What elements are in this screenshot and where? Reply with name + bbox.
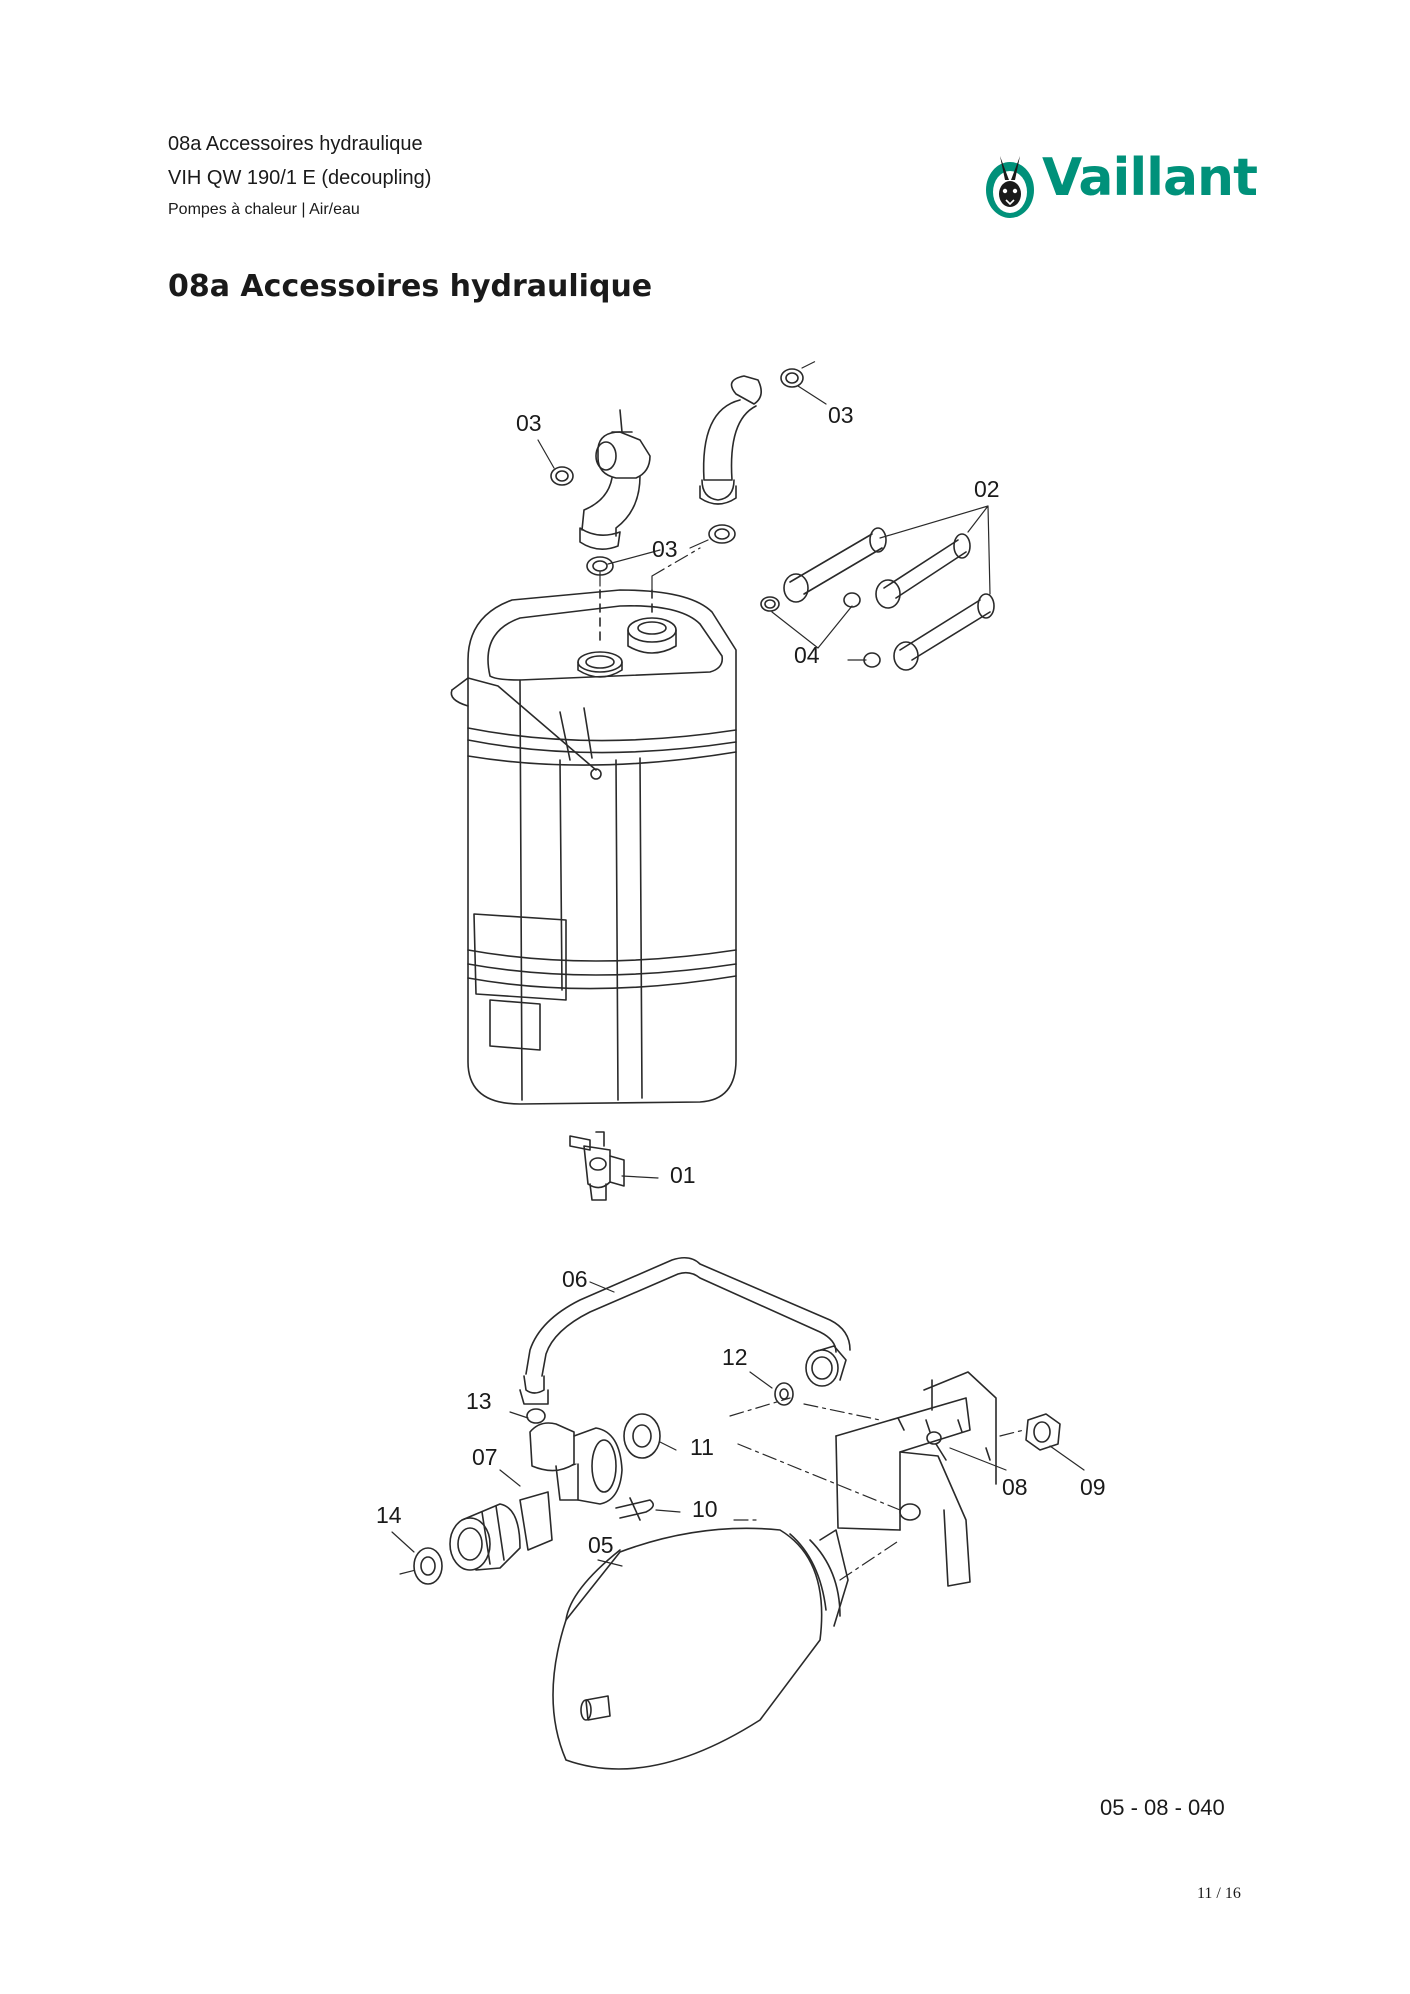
page-number: 11 / 16 [1197, 1885, 1241, 1902]
hare-logo-icon [986, 156, 1034, 218]
storage-tank [450, 589, 737, 1105]
callout-02: 02 [974, 476, 1000, 502]
callout-03: 03 [828, 402, 854, 428]
callout-08: 08 [1002, 1474, 1028, 1500]
assembly-lines [399, 359, 1025, 1581]
drawing-number: 05 - 08 - 040 [1100, 1795, 1225, 1820]
drain-valve [569, 1131, 625, 1201]
callout-01: 01 [670, 1162, 696, 1188]
callout-03: 03 [652, 536, 678, 562]
callout-12: 12 [722, 1344, 748, 1370]
connection-pipes [783, 527, 995, 671]
logo-wordmark: Vaillant [1042, 148, 1258, 208]
expansion-pipe [519, 1256, 851, 1405]
callout-03: 03 [516, 410, 542, 436]
callout-04: 04 [794, 642, 820, 668]
callout-13: 13 [466, 1388, 492, 1414]
callout-10: 10 [692, 1496, 718, 1522]
page-title: 08a Accessoires hydraulique [168, 269, 653, 304]
vaillant-logo: Vaillant [982, 146, 1258, 226]
compression-fitting [449, 1503, 521, 1571]
wall-bracket [835, 1371, 997, 1587]
header-model: VIH QW 190/1 E (decoupling) [168, 167, 432, 189]
callout-14: 14 [376, 1502, 402, 1528]
header-section-title: 08a Accessoires hydraulique [168, 133, 423, 155]
elbow-fitting-left [579, 409, 651, 550]
bracket-screw [926, 1431, 947, 1461]
callout-11: 11 [690, 1434, 714, 1460]
retaining-clip [615, 1497, 654, 1521]
header-category: Pompes à chaleur | Air/eau [168, 201, 360, 218]
leader-lines [391, 385, 1085, 1567]
tee-fitting [519, 1422, 623, 1551]
callout-06: 06 [562, 1266, 588, 1292]
washers-lower [413, 1382, 794, 1585]
document-header: 08a Accessoires hydraulique VIH QW 190/1… [168, 134, 431, 218]
callout-07: 07 [472, 1444, 498, 1470]
expansion-vessel [552, 1527, 849, 1770]
callout-09: 09 [1080, 1474, 1106, 1500]
callout-05: 05 [588, 1532, 614, 1558]
elbow-fitting-right [699, 375, 762, 505]
union-nut-top [805, 1345, 847, 1387]
hex-nut [1025, 1413, 1061, 1451]
